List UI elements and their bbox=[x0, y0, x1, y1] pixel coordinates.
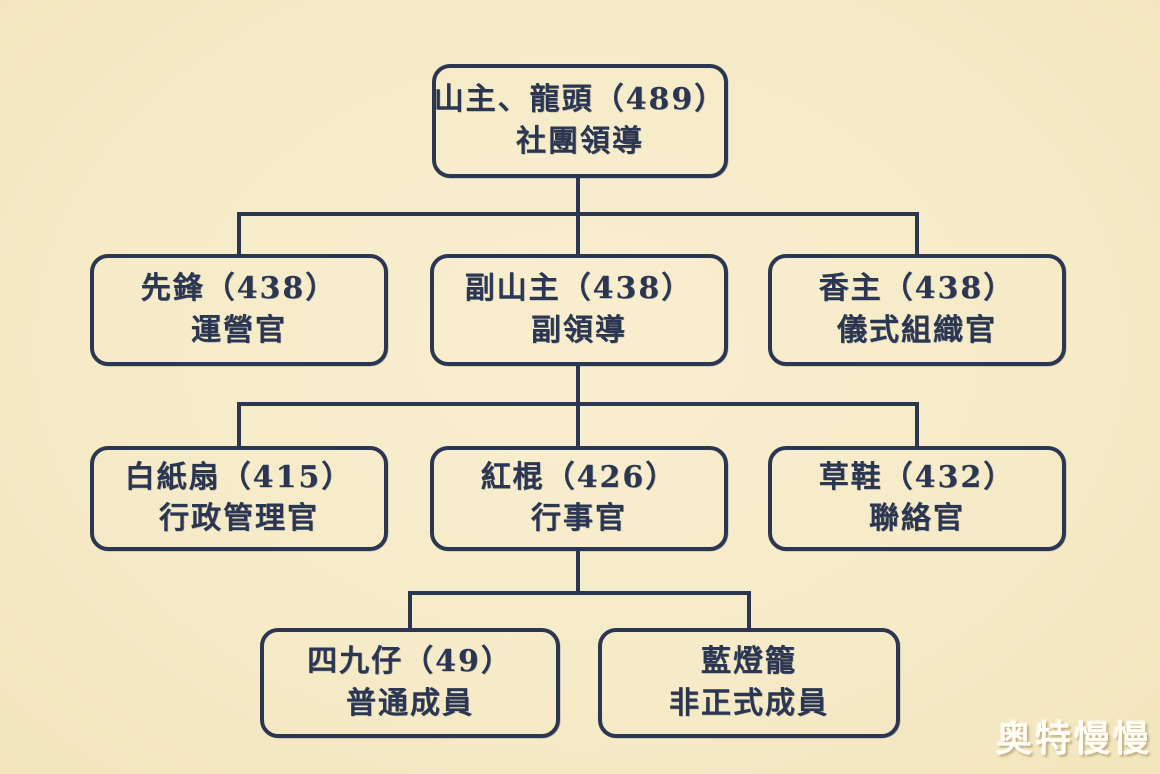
connector-drop-white-paper-fan bbox=[237, 402, 241, 450]
node-white-paper-fan: 白紙扇（415） 行政管理官 bbox=[90, 446, 388, 551]
node-mountain-master: 山主、龍頭（489） 社團領導 bbox=[432, 64, 728, 178]
node-subtitle: 聯絡官 bbox=[869, 501, 965, 536]
node-red-pole: 紅棍（426） 行事官 bbox=[430, 446, 728, 551]
connector-top-stub bbox=[576, 176, 580, 216]
node-straw-sandal: 草鞋（432） 聯絡官 bbox=[768, 446, 1066, 551]
node-vanguard: 先鋒（438） 運營官 bbox=[90, 254, 388, 366]
node-title: 藍燈籠 bbox=[701, 644, 797, 679]
node-title: 四九仔（49） bbox=[307, 644, 513, 679]
node-title: 先鋒（438） bbox=[140, 271, 338, 306]
node-deputy-mountain-master: 副山主（438） 副領導 bbox=[430, 254, 728, 366]
node-title: 紅棍（426） bbox=[480, 459, 678, 495]
connector-drop-deputy bbox=[576, 212, 580, 258]
node-blue-lantern: 藍燈籠 非正式成員 bbox=[598, 628, 900, 738]
node-subtitle: 儀式組織官 bbox=[837, 312, 997, 348]
connector-deputy-stub bbox=[576, 364, 580, 406]
connector-drop-blue-lantern bbox=[747, 591, 751, 632]
node-subtitle: 行事官 bbox=[531, 501, 627, 536]
node-subtitle: 社團領導 bbox=[516, 123, 644, 159]
node-subtitle: 副領導 bbox=[531, 312, 627, 348]
connector-red-pole-stub bbox=[576, 549, 580, 595]
node-subtitle: 非正式成員 bbox=[669, 685, 829, 721]
connector-drop-straw-sandal bbox=[915, 402, 919, 450]
watermark-text: 奥特慢慢 bbox=[995, 719, 1152, 760]
node-title: 白紙扇（415） bbox=[124, 459, 354, 495]
node-subtitle: 普通成員 bbox=[346, 685, 474, 721]
node-subtitle: 行政管理官 bbox=[159, 501, 319, 536]
node-title: 草鞋（432） bbox=[818, 459, 1016, 495]
node-title: 香主（438） bbox=[818, 271, 1016, 306]
connector-level4-rail bbox=[408, 591, 751, 595]
connector-drop-red-pole bbox=[576, 402, 580, 450]
node-incense-master: 香主（438） 儀式組織官 bbox=[768, 254, 1066, 366]
connector-drop-vanguard bbox=[237, 212, 241, 258]
node-title: 山主、龍頭（489） bbox=[433, 82, 727, 117]
node-forty-niner: 四九仔（49） 普通成員 bbox=[260, 628, 560, 738]
connector-drop-incense-master bbox=[915, 212, 919, 258]
node-title: 副山主（438） bbox=[464, 271, 694, 306]
node-subtitle: 運營官 bbox=[191, 312, 287, 348]
connector-drop-forty-niner bbox=[408, 591, 412, 632]
